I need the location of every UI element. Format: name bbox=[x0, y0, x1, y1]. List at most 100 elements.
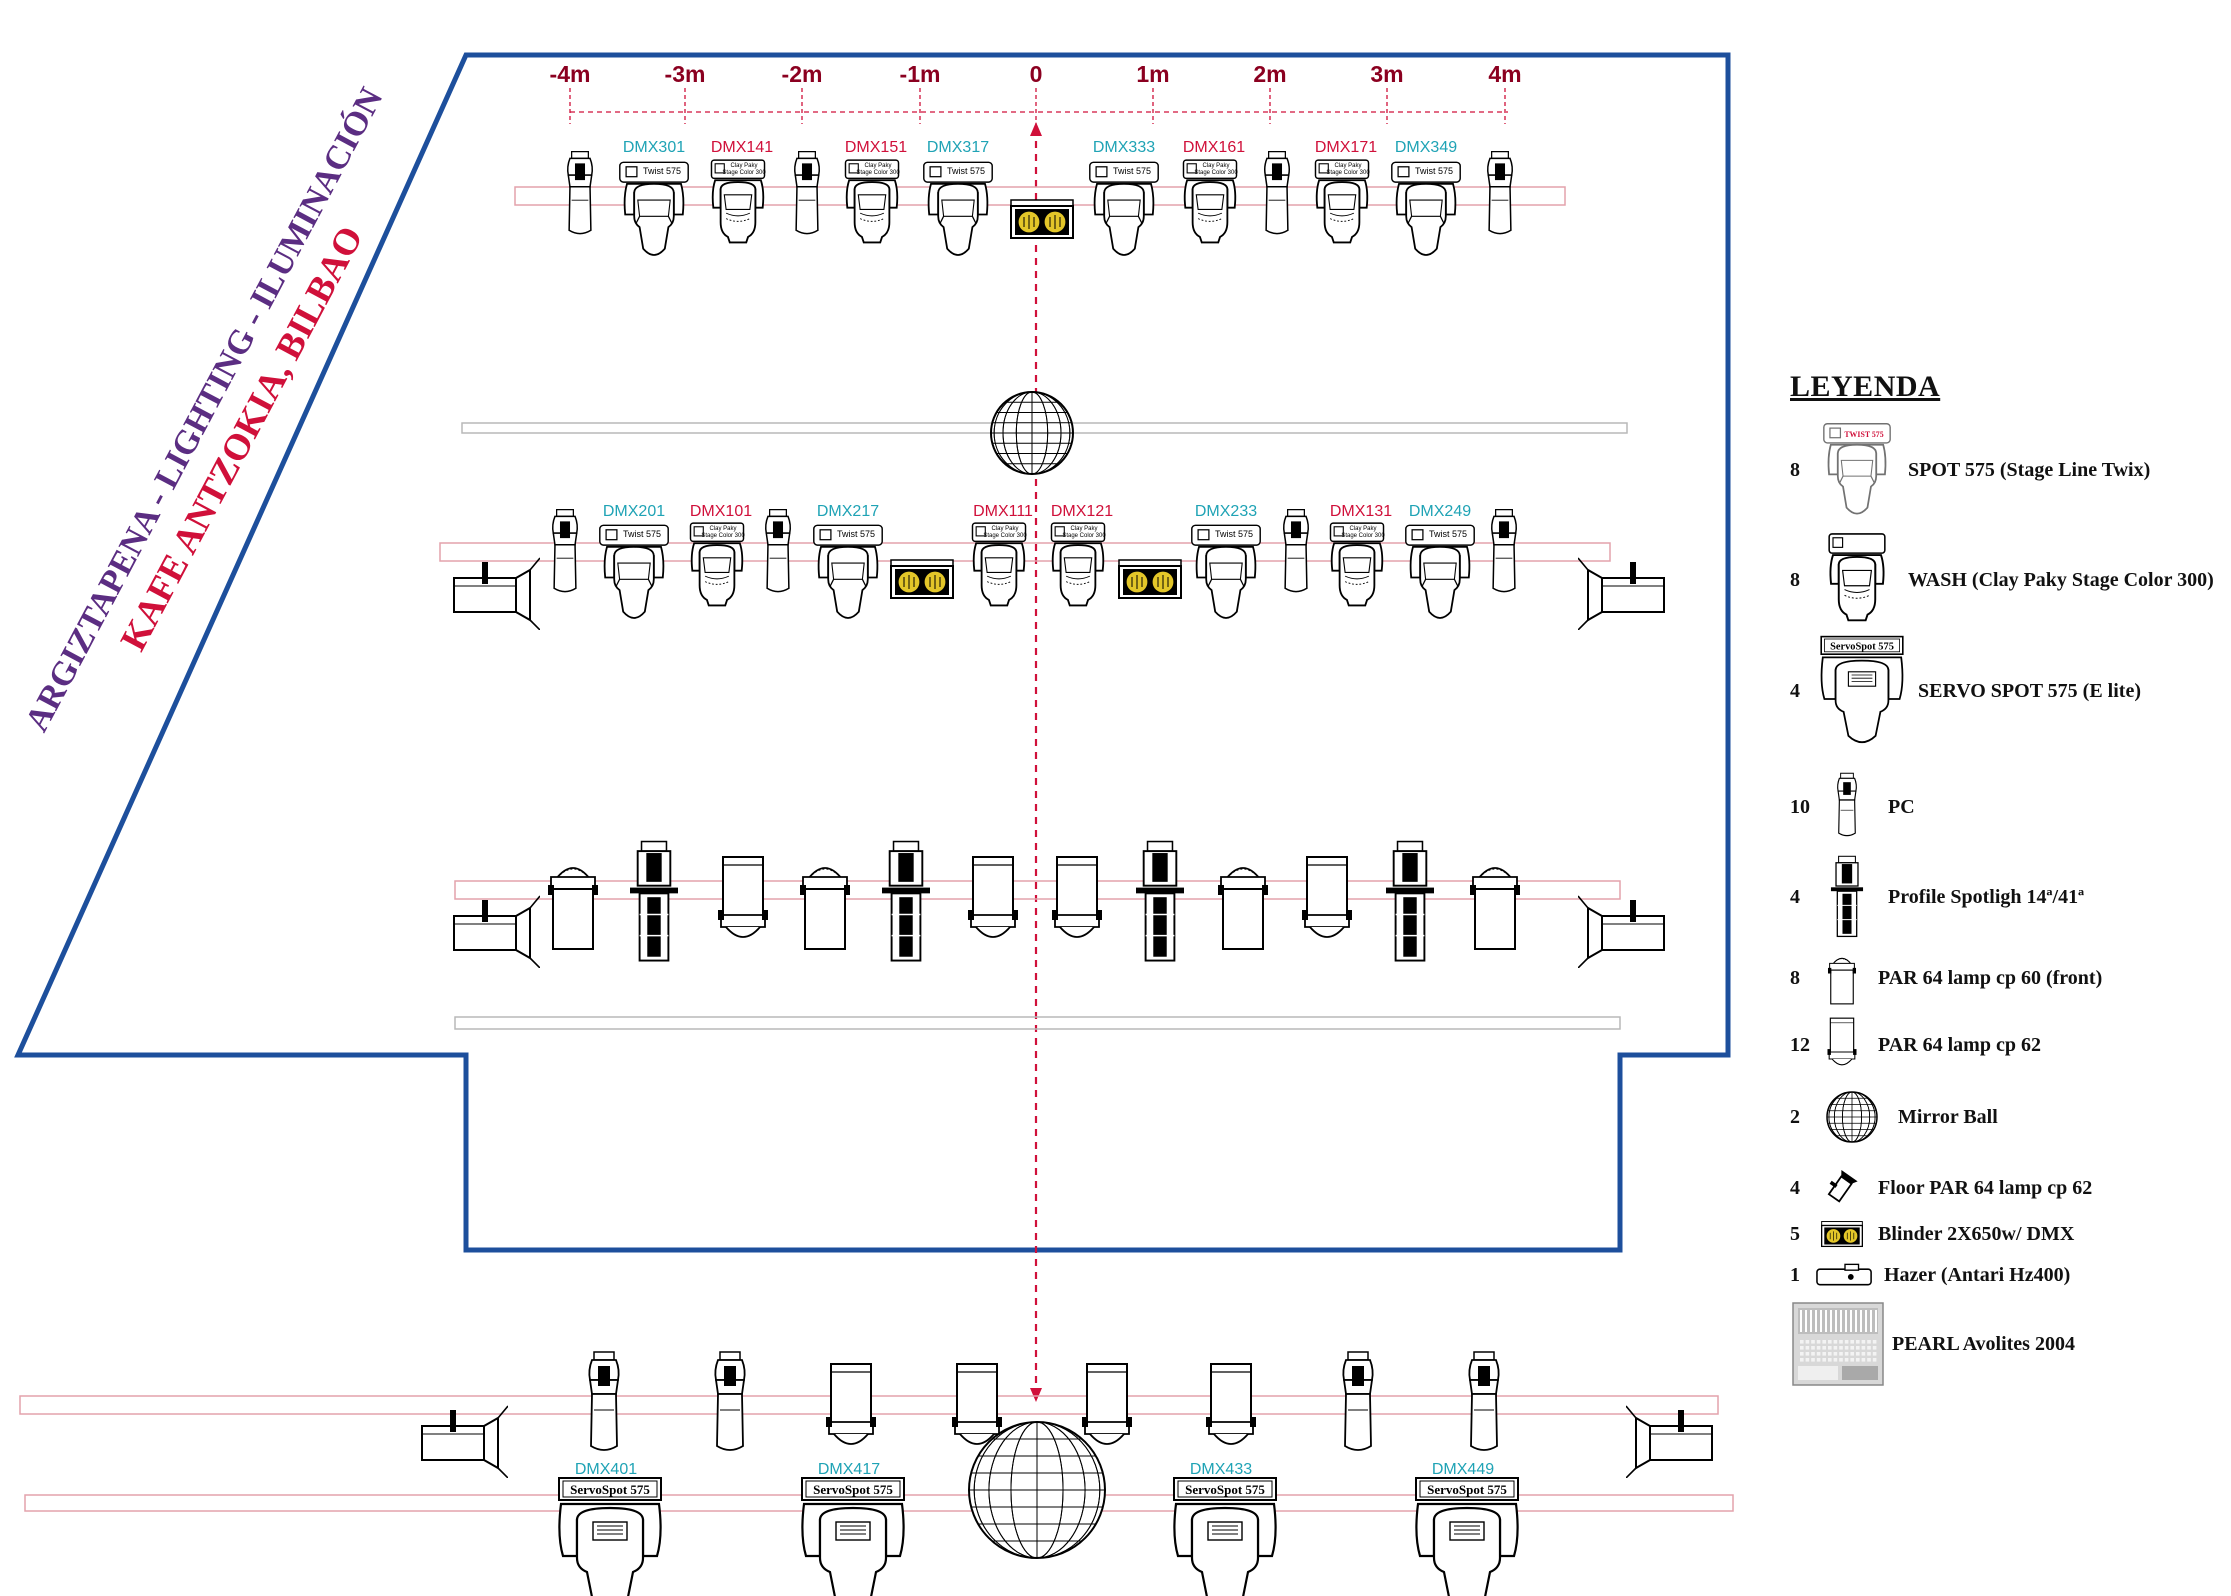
fixture-label: Twist 575 bbox=[643, 166, 681, 176]
legend-item-count: 1 bbox=[1790, 1263, 1800, 1286]
pc-lamp bbox=[566, 150, 594, 235]
dmx-address: DMX401 bbox=[575, 1461, 637, 1478]
floor-par bbox=[421, 1405, 508, 1478]
profile-spot bbox=[1136, 840, 1184, 962]
legend-item: 2 Mirror Ball bbox=[1790, 1088, 1998, 1146]
blinder bbox=[1118, 558, 1182, 600]
svg-text:ServoSpot 575: ServoSpot 575 bbox=[1830, 641, 1894, 652]
legend-item-label: PEARL Avolites 2004 bbox=[1892, 1332, 2075, 1355]
fixture-label: Stage Color 300 bbox=[701, 533, 745, 539]
console-icon bbox=[1790, 1300, 1886, 1388]
fixture-label: Clay Paky bbox=[991, 526, 1018, 532]
fixture-label: Clay Paky bbox=[1349, 526, 1376, 532]
legend-item-label: Blinder 2X650w/ DMX bbox=[1878, 1222, 2075, 1245]
pc-lamp bbox=[764, 508, 792, 593]
truss-upstage-bar bbox=[454, 1016, 1621, 1030]
floor-par bbox=[453, 557, 540, 630]
legend-item-count: 12 bbox=[1790, 1033, 1810, 1056]
par64-lamp bbox=[718, 856, 768, 938]
ruler-label: -1m bbox=[900, 61, 941, 87]
fixture-label: ServoSpot 575 bbox=[570, 1482, 650, 1497]
fixture-label: Stage Color 300 bbox=[1341, 533, 1385, 539]
spot-575 bbox=[598, 524, 670, 619]
legend-item-label: Profile Spotligh 14ª/41ª bbox=[1888, 885, 2085, 908]
legend-item-label: SPOT 575 (Stage Line Twix) bbox=[1908, 458, 2151, 481]
dmx-address: DMX171 bbox=[1315, 139, 1377, 156]
par64-lamp bbox=[1052, 856, 1102, 938]
fixture-label: Twist 575 bbox=[1113, 166, 1151, 176]
dmx-address: DMX131 bbox=[1330, 503, 1392, 520]
par64-lamp bbox=[1206, 1362, 1256, 1446]
profile-spot bbox=[882, 840, 930, 962]
fixture-label: ServoSpot 575 bbox=[1185, 1482, 1265, 1497]
spot-575 bbox=[1404, 524, 1476, 619]
pc-lamp bbox=[1263, 150, 1291, 235]
par64-lamp bbox=[1082, 1362, 1132, 1446]
fixture-label: Twist 575 bbox=[623, 529, 661, 539]
mirror-ball-icon bbox=[1812, 1088, 1892, 1146]
par64-front-lamp bbox=[1218, 867, 1268, 950]
legend-item: 12 PAR 64 lamp cp 62 bbox=[1790, 1016, 2041, 1074]
blinder bbox=[1010, 198, 1074, 240]
legend-title: LEYENDA bbox=[1790, 370, 1941, 403]
fixture-label: Clay Paky bbox=[1202, 163, 1229, 169]
hazer-icon bbox=[1812, 1260, 1878, 1290]
dmx-address: DMX151 bbox=[845, 139, 907, 156]
par64-icon bbox=[1812, 1016, 1872, 1074]
pc-lamp bbox=[1468, 1350, 1500, 1452]
dmx-address: DMX349 bbox=[1395, 139, 1457, 156]
legend-item-label: PAR 64 lamp cp 62 bbox=[1878, 1033, 2041, 1056]
center-line-arrow bbox=[1030, 122, 1042, 1402]
legend-item-label: Floor PAR 64 lamp cp 62 bbox=[1878, 1176, 2093, 1199]
par64-front-lamp bbox=[800, 867, 850, 950]
legend-item-label: PC bbox=[1888, 795, 1915, 818]
pc-lamp bbox=[714, 1350, 746, 1452]
legend-item-count: 2 bbox=[1790, 1105, 1800, 1128]
par64-front-icon bbox=[1812, 950, 1872, 1006]
ruler-label: 1m bbox=[1136, 61, 1169, 87]
par64-front-lamp bbox=[1470, 867, 1520, 950]
wash-icon bbox=[1812, 530, 1902, 630]
fixture-label: Clay Paky bbox=[1334, 163, 1361, 169]
pc-lamp bbox=[1282, 508, 1310, 593]
fixture-label: Clay Paky bbox=[730, 163, 757, 169]
floor-par bbox=[1578, 557, 1665, 630]
fixture-label: Twist 575 bbox=[1429, 529, 1467, 539]
spot-575 bbox=[1088, 161, 1160, 256]
mirror-ball-top bbox=[990, 391, 1074, 475]
fixture-label: Clay Paky bbox=[864, 163, 891, 169]
spot-575 bbox=[618, 161, 690, 256]
pc-lamp bbox=[588, 1350, 620, 1452]
blinder bbox=[890, 558, 954, 600]
dmx-address: DMX317 bbox=[927, 139, 989, 156]
profile-spot-icon bbox=[1812, 854, 1882, 940]
spot-575 bbox=[1190, 524, 1262, 619]
floor-par bbox=[453, 895, 540, 968]
pc-lamp bbox=[793, 150, 821, 235]
floor-par bbox=[1626, 1405, 1713, 1478]
svg-text:TWIST 575: TWIST 575 bbox=[1844, 430, 1883, 439]
fixture-label: Stage Color 300 bbox=[1326, 170, 1370, 176]
ruler-label: 0 bbox=[1030, 61, 1043, 87]
fixture-label: Stage Color 300 bbox=[983, 533, 1027, 539]
par64-lamp bbox=[826, 1362, 876, 1446]
pc-lamp bbox=[1342, 1350, 1374, 1452]
floor-par-icon bbox=[1812, 1166, 1872, 1210]
legend-item-label: Mirror Ball bbox=[1898, 1105, 1998, 1128]
ruler-label: 4m bbox=[1488, 61, 1521, 87]
legend-item-label: Hazer (Antari Hz400) bbox=[1884, 1263, 2071, 1286]
fixture-label: Stage Color 300 bbox=[1062, 533, 1106, 539]
blinder-icon bbox=[1812, 1218, 1872, 1250]
dmx-address: DMX141 bbox=[711, 139, 773, 156]
ruler-label: -4m bbox=[550, 61, 591, 87]
dmx-address: DMX333 bbox=[1093, 139, 1155, 156]
legend-item-count: 8 bbox=[1790, 966, 1800, 989]
